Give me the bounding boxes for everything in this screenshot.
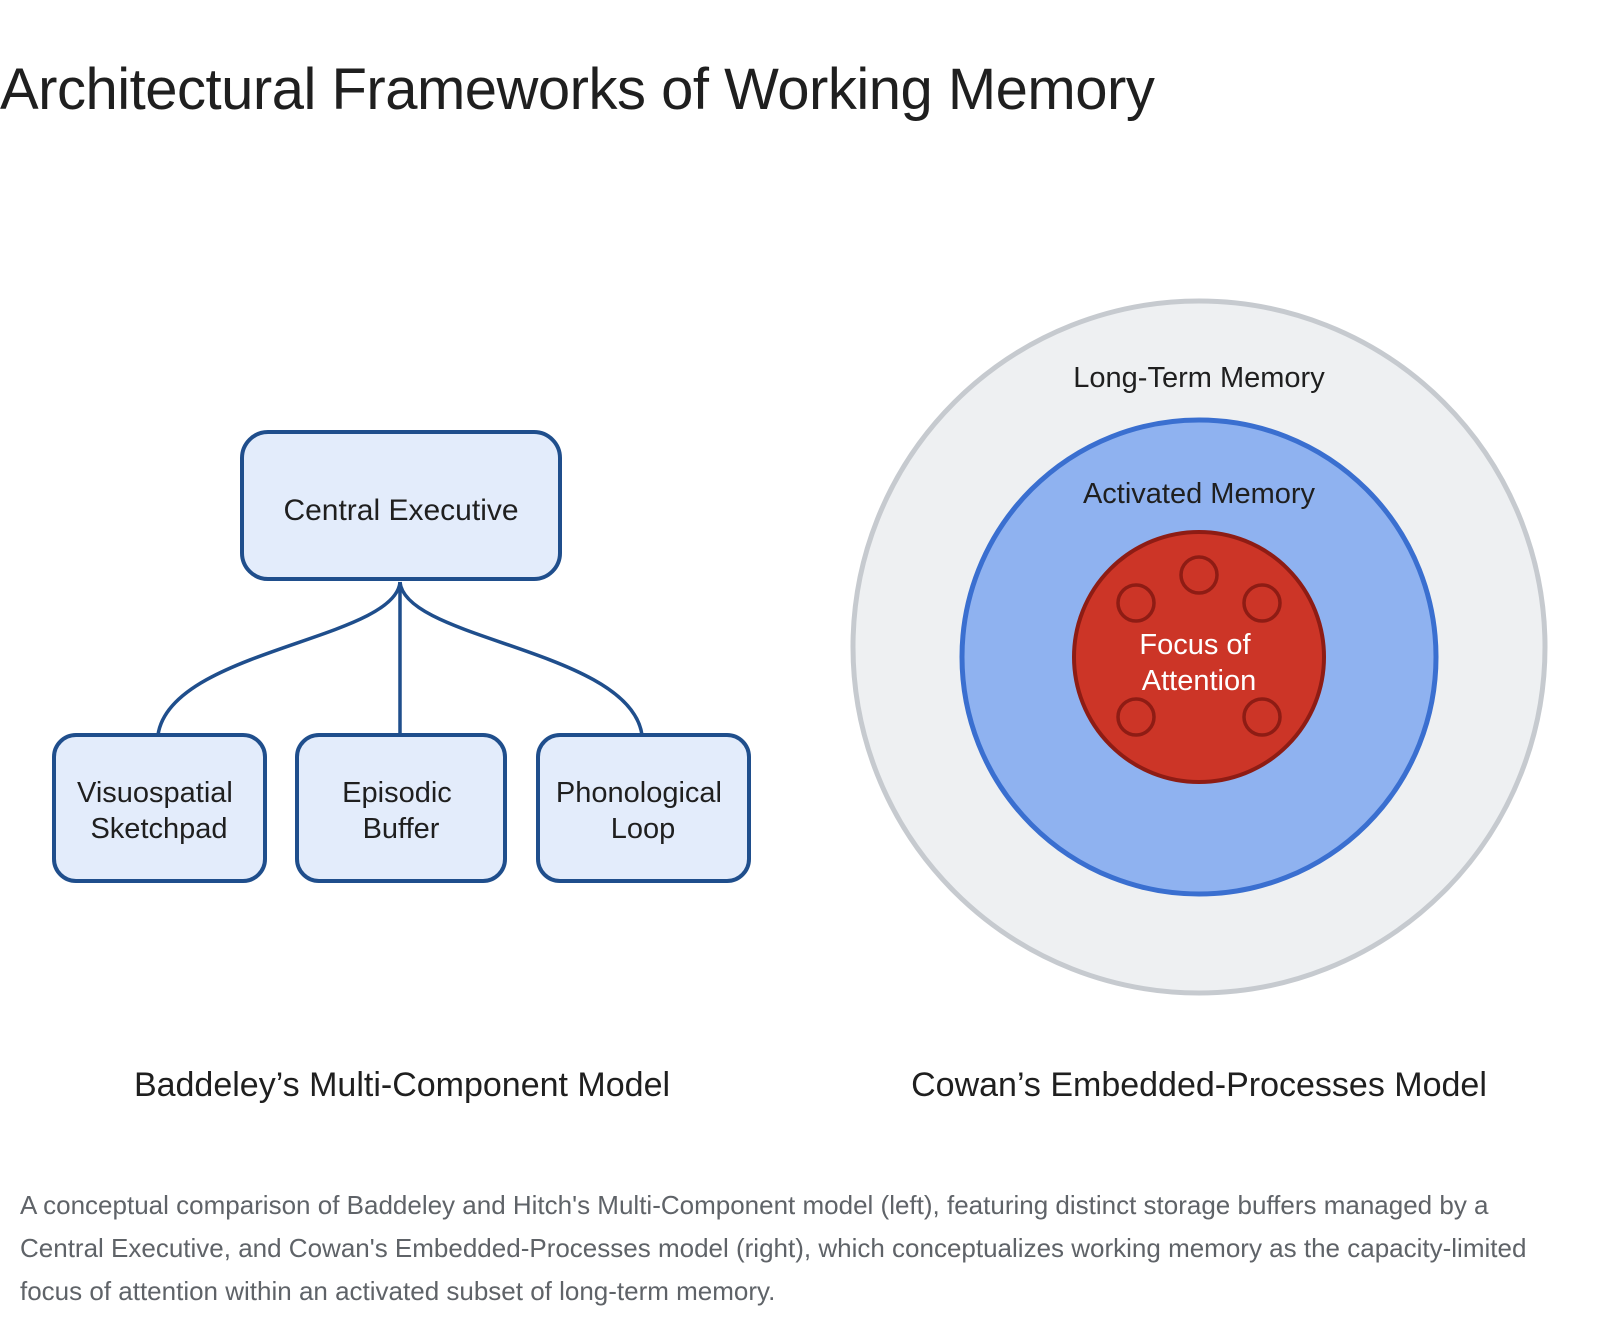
long-term-memory-label: Long-Term Memory <box>1073 362 1325 394</box>
visuospatial-sketchpad-box: Visuospatial Sketchpad <box>52 733 267 883</box>
loop-label-line1: Phonological <box>556 777 722 809</box>
focus-item-slot <box>1116 697 1156 737</box>
focus-item-slot <box>1179 555 1219 595</box>
sketchpad-label-line1: Visuospatial <box>77 777 233 809</box>
cowan-model-label: Cowan’s Embedded-Processes Model <box>911 1066 1487 1104</box>
focus-label-line2: Attention <box>1142 665 1256 697</box>
figure-caption: A conceptual comparison of Baddeley and … <box>20 1190 1527 1306</box>
baddeley-model: Central Executive Visuospatial Sketchpad… <box>52 430 751 1104</box>
svg-text:Phonological Loop: Phonological Loop <box>556 777 730 845</box>
central-executive-label: Central Executive <box>283 494 518 527</box>
loop-label-line2: Loop <box>611 813 676 845</box>
activated-memory-label: Activated Memory <box>1083 478 1316 510</box>
focus-label-line1: Focus of <box>1139 629 1251 661</box>
buffer-label-line1: Episodic <box>342 777 452 809</box>
buffer-label-line2: Buffer <box>363 813 440 845</box>
connector-loop <box>398 581 644 736</box>
diagram-figure: Central Executive Visuospatial Sketchpad… <box>0 180 1600 1140</box>
connector-sketchpad <box>156 581 402 736</box>
svg-text:Episodic Buffer: Episodic Buffer <box>342 777 460 845</box>
sketchpad-label-line2: Sketchpad <box>90 813 227 845</box>
focus-item-slot <box>1242 697 1282 737</box>
phonological-loop-box: Phonological Loop <box>536 733 751 883</box>
episodic-buffer-box: Episodic Buffer <box>295 733 507 883</box>
svg-text:Focus of Attention: Focus of Attention <box>1139 629 1258 697</box>
cowan-model: Long-Term Memory Activated Memory Focus … <box>850 298 1548 1104</box>
svg-text:Visuospatial Sketchp: Visuospatial Sketchpad <box>77 777 241 845</box>
central-executive-box: Central Executive <box>240 430 562 581</box>
diagram-canvas: Central Executive Visuospatial Sketchpad… <box>52 298 1548 1104</box>
focus-item-slot <box>1116 583 1156 623</box>
focus-item-slots <box>1116 555 1282 737</box>
page-title: Architectural Frameworks of Working Memo… <box>0 57 1155 122</box>
hierarchy-connectors <box>156 581 644 736</box>
focus-of-attention-circle <box>1072 530 1326 784</box>
baddeley-model-label: Baddeley’s Multi-Component Model <box>134 1066 670 1104</box>
focus-item-slot <box>1242 583 1282 623</box>
